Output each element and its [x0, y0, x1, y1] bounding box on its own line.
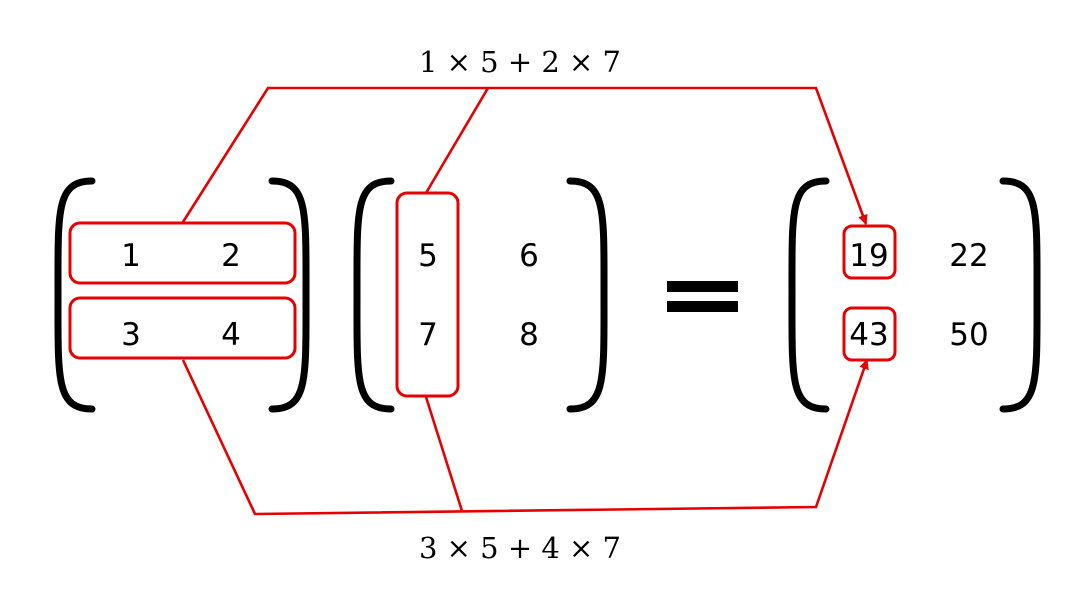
matrix-b-cell-1-1: 5 [418, 238, 438, 274]
result-cell-1-2: 22 [949, 238, 988, 274]
matrix-b-col-1-highlight [395, 191, 460, 398]
matrix-a-cell-2-2: 4 [221, 317, 241, 353]
matrix-b-cell-2-1: 7 [418, 317, 438, 353]
matrix-a-cell-2-1: 3 [121, 317, 141, 353]
bottom-formula-label: 3 × 5 + 4 × 7 [419, 531, 621, 565]
bottom-connector-branch [424, 396, 464, 512]
top-formula-label: 1 × 5 + 2 × 7 [419, 45, 621, 79]
matrix-a-row-2-highlight [68, 296, 297, 360]
matrix-a-left-bracket [54, 177, 96, 413]
result-cell-19-highlight [842, 224, 897, 280]
matrix-b-cell-1-2: 6 [519, 238, 539, 274]
result-cell-2-1: 43 [849, 317, 888, 353]
top-connector-branch [424, 87, 490, 194]
matrix-a-right-bracket [268, 177, 310, 413]
result-cell-1-1: 19 [849, 238, 888, 274]
matrix-a-cell-1-1: 1 [121, 238, 141, 274]
top-connector-line [181, 86, 868, 225]
result-cell-2-2: 50 [949, 317, 988, 353]
matrix-a-row-1-highlight [68, 221, 297, 285]
bottom-connector-line [181, 359, 869, 516]
matrix-b-left-bracket [353, 177, 395, 413]
matrix-b-cell-2-2: 8 [519, 317, 539, 353]
matrix-b-right-bracket [566, 177, 608, 413]
equals-sign-top-bar [667, 281, 738, 292]
result-cell-43-highlight [842, 306, 897, 362]
result-right-bracket [999, 177, 1041, 413]
matrix-a-cell-1-2: 2 [221, 238, 241, 274]
equals-sign-bottom-bar [667, 301, 738, 312]
result-left-bracket [788, 177, 830, 413]
